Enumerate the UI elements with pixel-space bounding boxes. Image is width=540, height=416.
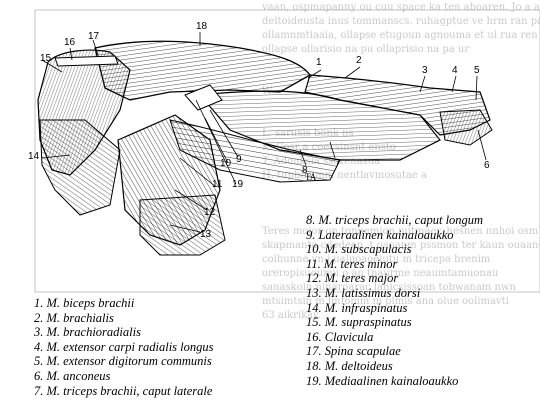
callout-number: 2 (356, 56, 362, 66)
callout-number: 11 (212, 180, 222, 190)
legend-left: 1. M. biceps brachii 2. M. brachialis 3.… (34, 296, 214, 398)
legend-item: 7. M. triceps brachii, caput laterale (34, 384, 214, 399)
callout-number: 3 (422, 66, 428, 76)
legend-item: 3. M. brachioradialis (34, 325, 214, 340)
callout-number: 13 (200, 230, 211, 240)
legend-right: 8. M. triceps brachii, caput longum 9. L… (306, 213, 483, 388)
callout-number: 9 (236, 155, 242, 165)
legend-item: 12. M. teres major (306, 271, 483, 286)
callout-number: 10 (220, 159, 231, 169)
legend-item: 8. M. triceps brachii, caput longum (306, 213, 483, 228)
legend-item: 6. M. anconeus (34, 369, 214, 384)
legend-item: 15. M. supraspinatus (306, 315, 483, 330)
legend-item: 19. Mediaalinen kainaloaukko (306, 374, 483, 389)
callout-number: 6 (484, 161, 490, 171)
callout-number: 16 (64, 38, 75, 48)
callout-number: 7 (335, 159, 341, 169)
legend-item: 17. Spina scapulae (306, 344, 483, 359)
legend-item: 5. M. extensor digitorum communis (34, 354, 214, 369)
callout-number: 17 (88, 32, 99, 42)
callout-number: 4 (452, 66, 458, 76)
callout-number: 5 (474, 66, 480, 76)
latissimus-shape (140, 195, 225, 255)
illustrator-mark: TA (305, 172, 316, 182)
legend-item: 10. M. subscapulacis (306, 242, 483, 257)
callout-number: 19 (232, 180, 243, 190)
callout-number: 14 (28, 152, 39, 162)
callout-number: 12 (204, 208, 215, 218)
legend-item: 1. M. biceps brachii (34, 296, 214, 311)
legend-item: 16. Clavicula (306, 330, 483, 345)
legend-item: 11. M. teres minor (306, 257, 483, 272)
infraspinatus-shape (40, 120, 120, 215)
legend-item: 14. M. infraspinatus (306, 301, 483, 316)
legend-item: 9. Lateraalinen kainaloaukko (306, 228, 483, 243)
callout-number: 15 (40, 54, 51, 64)
clavicle-shape (55, 56, 118, 66)
callout-number: 1 (316, 58, 322, 68)
legend-item: 13. M. latissimus dorsi (306, 286, 483, 301)
legend-item: 2. M. brachialis (34, 311, 214, 326)
legend-item: 4. M. extensor carpi radialis longus (34, 340, 214, 355)
legend-item: 18. M. deltoideus (306, 359, 483, 374)
callout-number: 18 (196, 22, 207, 32)
